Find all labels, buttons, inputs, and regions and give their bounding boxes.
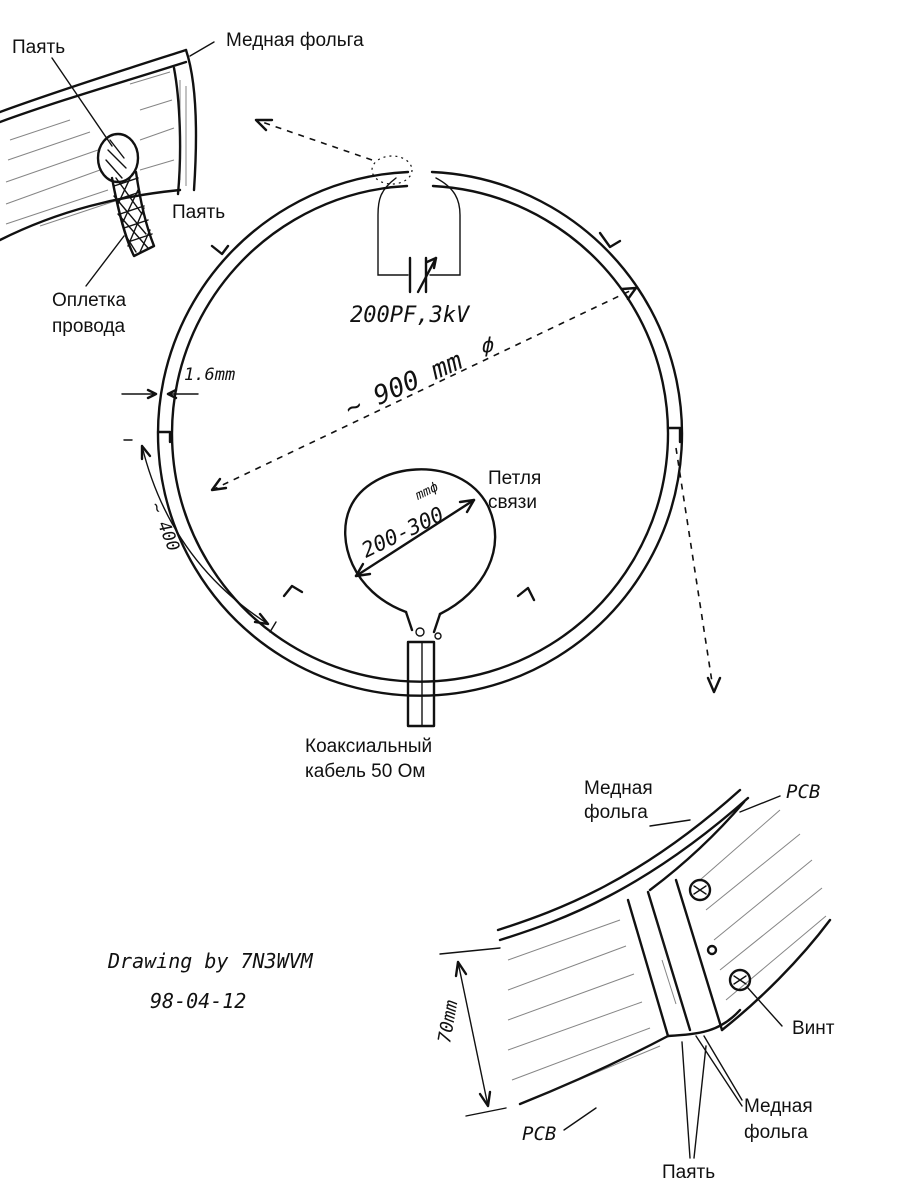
height-dimension: 70mm — [434, 947, 507, 1117]
copper-foil-label-bottom-2: фольга — [744, 1122, 808, 1143]
pcb-label-top: PCB — [786, 781, 820, 803]
detail-top-left: Паять Медная фольга Паять Оплетка провод… — [0, 30, 364, 337]
callout-arrows — [254, 118, 722, 694]
braid-label-2: провода — [52, 316, 126, 337]
thickness-dimension: 1.6mm — [121, 365, 235, 400]
coax-label-1: Коаксиальный — [305, 736, 432, 757]
thickness-label: 1.6mm — [184, 365, 235, 385]
copper-foil-label-top: Медная фольга — [226, 30, 364, 51]
segment-label: ~ 400 — [145, 499, 183, 554]
capacitor: 200PF,3kV — [350, 155, 471, 328]
coax-cable: Коаксиальный кабель 50 Ом — [305, 610, 442, 782]
diameter-symbol: ф — [482, 333, 494, 357]
braid-wire — [110, 170, 156, 258]
screw-label: Винт — [792, 1018, 835, 1039]
main-loop — [156, 170, 684, 697]
copper-foil-label-br-2: фольга — [584, 802, 648, 823]
solder-label-bottom: Паять — [662, 1162, 715, 1183]
segment-joints — [156, 231, 682, 602]
coax-label-2: кабель 50 Ом — [305, 761, 425, 782]
loop-size-label: 200-300 — [358, 502, 448, 562]
diameter-label: ~ 900 mm — [341, 346, 468, 424]
credit: Drawing by 7N3WVM 98-04-12 — [107, 949, 314, 1013]
segment-dimension: ~ 400 — [123, 439, 277, 633]
credit-line-2: 98-04-12 — [150, 989, 246, 1013]
detail-bottom-right: 70mm Медная фольга PCB Винт PCB Медная ф… — [434, 778, 835, 1183]
loop-label-2: связи — [488, 492, 537, 513]
credit-line-1: Drawing by 7N3WVM — [107, 949, 314, 973]
coupling-loop: 200-300 mmф Петля связи — [344, 468, 541, 616]
pcb-label-bottom: PCB — [522, 1123, 556, 1145]
solder-label-top-left: Паять — [12, 37, 65, 58]
height-label: 70mm — [434, 998, 462, 1044]
screw-heads — [688, 878, 752, 992]
solder-label-top-mid: Паять — [172, 202, 225, 223]
copper-foil-label-bottom-1: Медная — [744, 1096, 813, 1117]
copper-foil-label-br-1: Медная — [584, 778, 653, 799]
loop-unit-label: mmф — [412, 480, 441, 504]
loop-label-1: Петля — [488, 468, 541, 489]
capacitor-label: 200PF,3kV — [350, 303, 471, 328]
braid-label-1: Оплетка — [52, 290, 127, 311]
